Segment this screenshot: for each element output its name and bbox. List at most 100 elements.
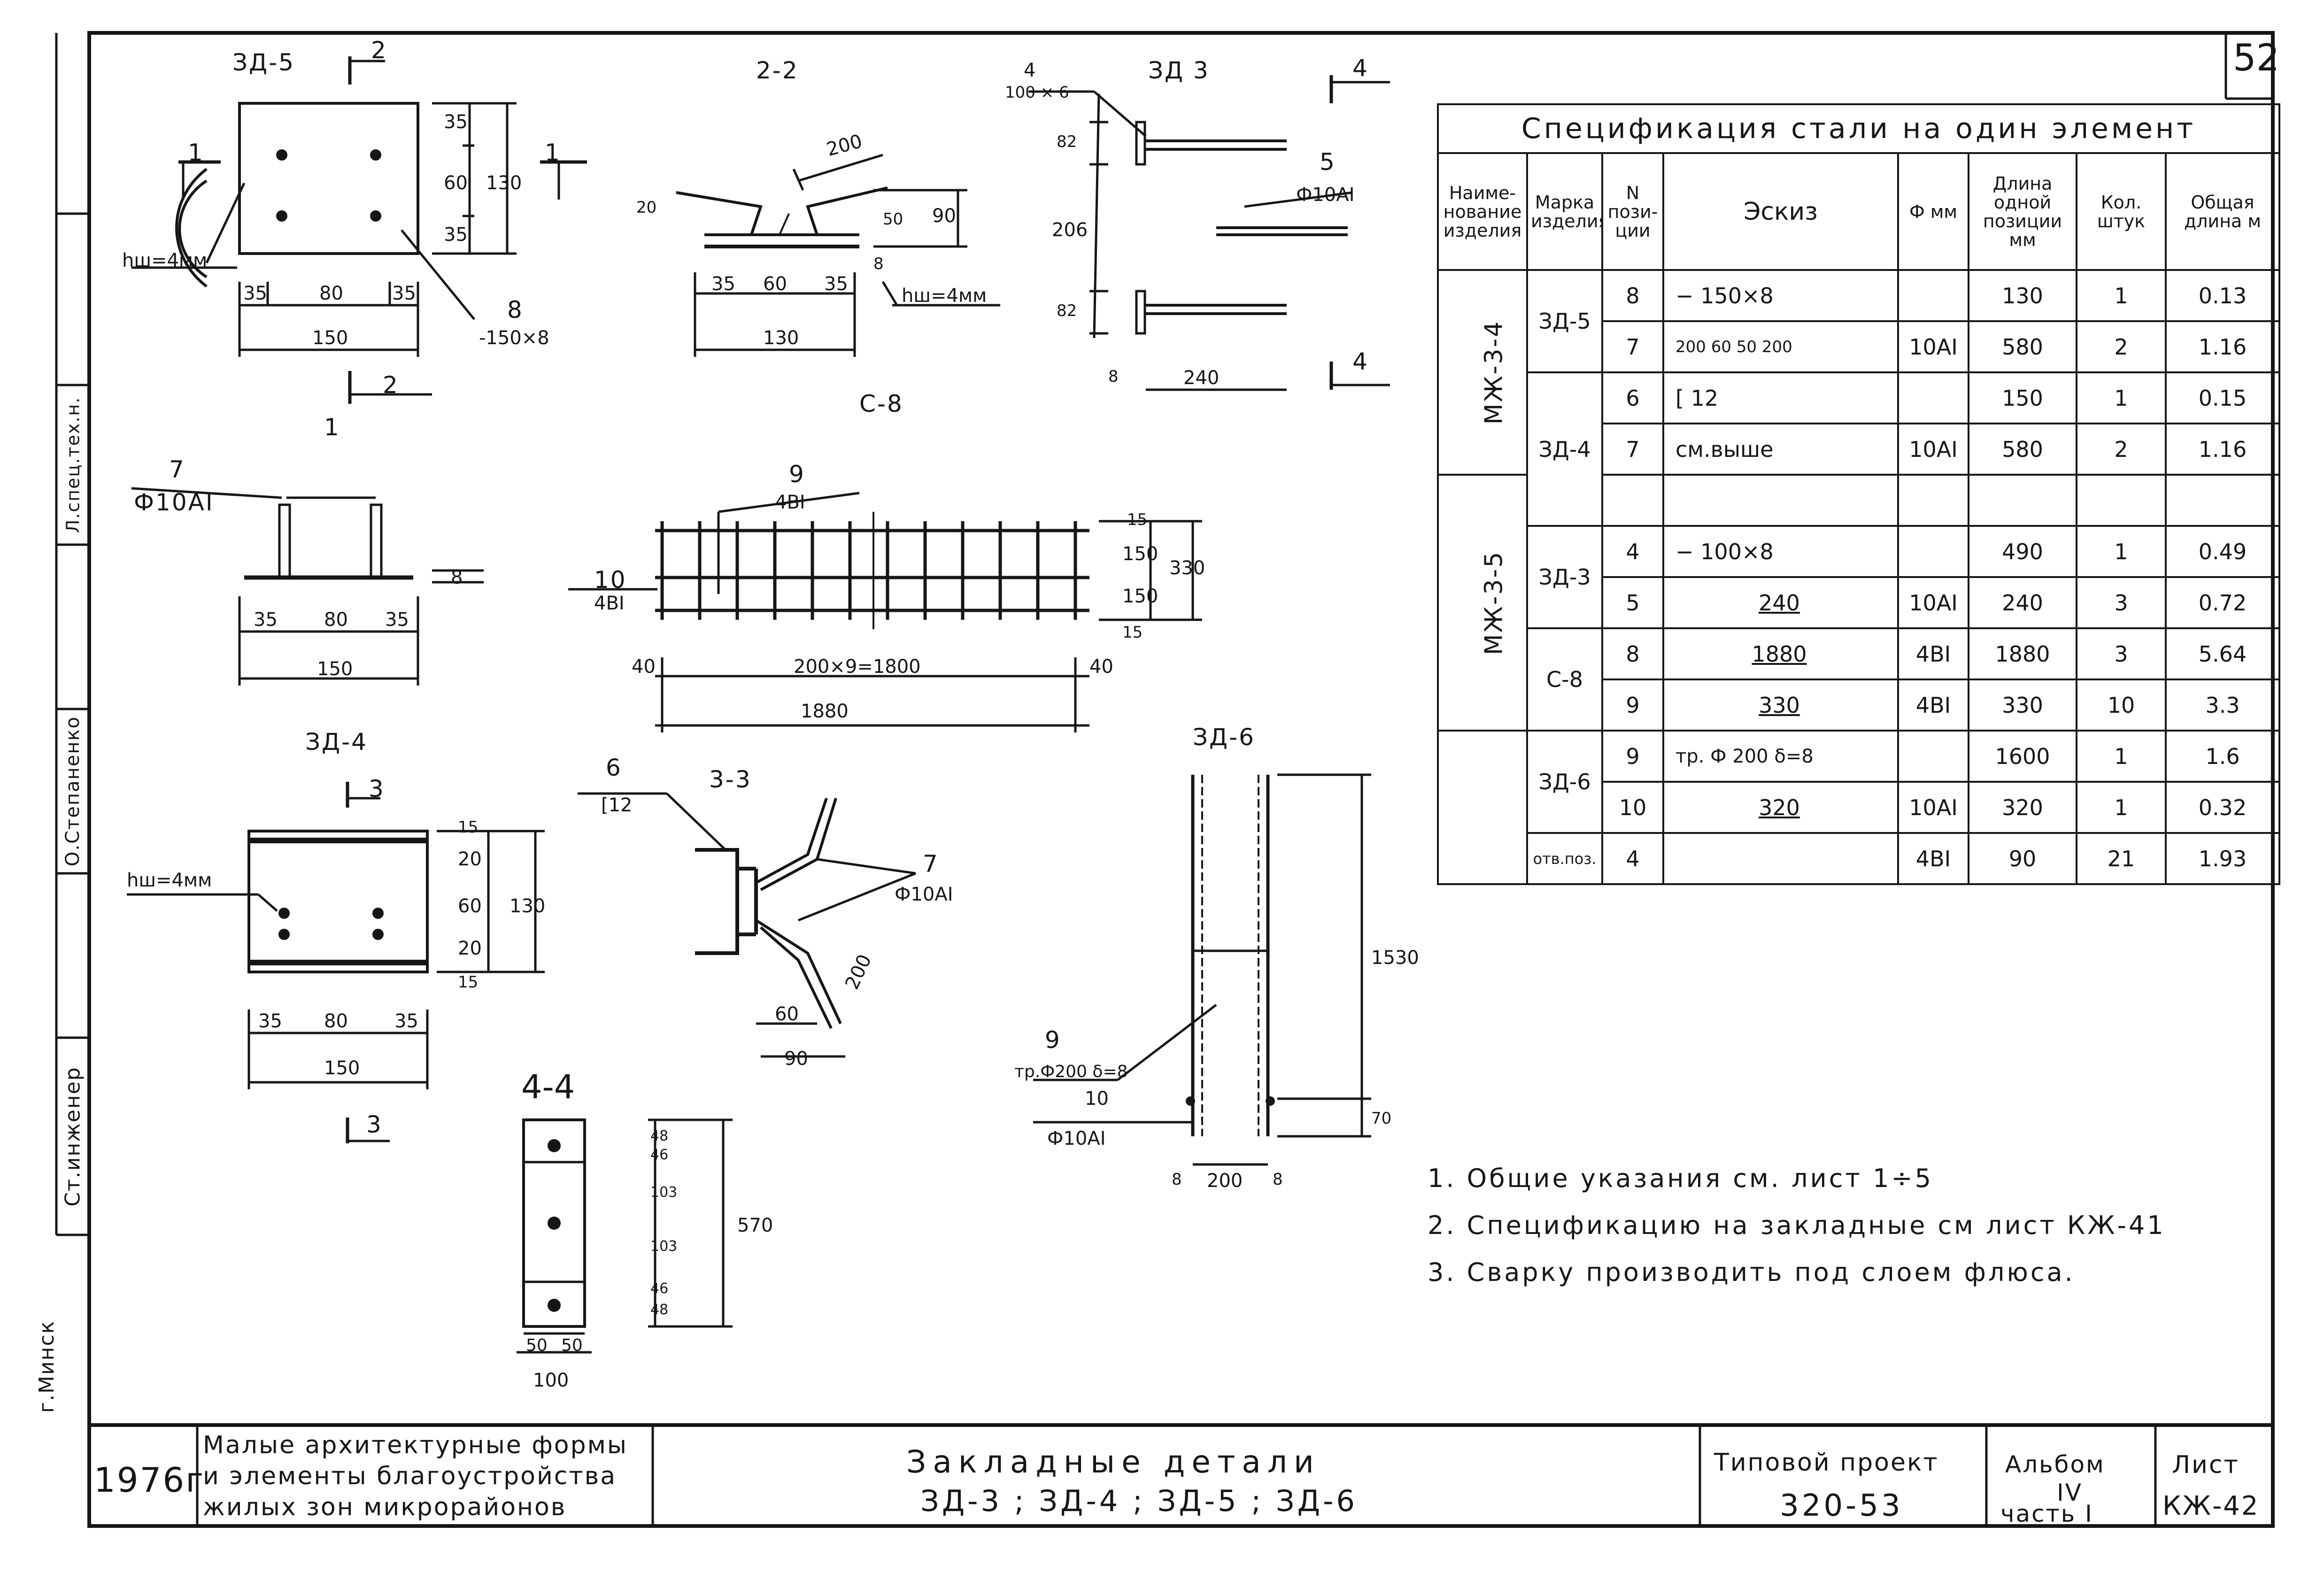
- dim: 35: [254, 609, 278, 631]
- length-cell: 330: [1968, 678, 2077, 732]
- dim: 50: [883, 210, 903, 229]
- dim: 100: [533, 1370, 569, 1391]
- spec-caption: Спецификация стали на один элемент: [1436, 103, 2281, 154]
- view-title-zd6: ЗД-6: [1193, 724, 1255, 751]
- callout-text: [12: [601, 794, 633, 816]
- dim: 90: [784, 1048, 808, 1070]
- total-cell: 3.3: [2164, 678, 2281, 732]
- dim: 46: [650, 1280, 669, 1297]
- callout-num: 4: [1024, 60, 1036, 81]
- table-row: ЗД-6 9 тр. Ф 200 δ=8 1600 1 1.6: [1437, 730, 2281, 885]
- table-row: 10 320 10АI 320 1 0.32: [1438, 781, 2281, 834]
- total-cell: 0.15: [2164, 371, 2281, 424]
- dim: 35: [394, 1010, 418, 1032]
- qty-cell: 1: [2076, 525, 2167, 578]
- table-row: 5 240 10АI 240 3 0.72: [1438, 576, 2281, 629]
- total-cell: 1.93: [2164, 832, 2281, 885]
- dim: 150: [1122, 586, 1158, 607]
- table-row: ЗД-4 6 [ 12 150 1 0.15: [1438, 371, 2281, 527]
- section-mark: 3: [366, 1111, 383, 1138]
- diam-cell: 4ВI: [1897, 678, 1969, 732]
- product-name-cell: МЖ-3-4: [1437, 269, 1528, 476]
- table-row: 9 330 4ВI 330 10 3.3: [1438, 678, 2281, 732]
- spec-header: Марка изделия: [1526, 152, 1603, 271]
- callout-text: Ф10АI: [134, 489, 214, 516]
- sketch-cell: 200 60 50 200: [1662, 320, 1899, 373]
- sketch-cell: тр. Ф 200 δ=8: [1662, 730, 1899, 783]
- dim: 206: [1052, 219, 1088, 241]
- weld-label: hш=4мм: [127, 870, 212, 891]
- dim: 35: [392, 283, 416, 304]
- product-name-cell: МЖ-3-5: [1437, 474, 1528, 732]
- diam-cell: [1897, 730, 1969, 783]
- dim: 130: [763, 327, 799, 349]
- section-mark: 4: [1352, 54, 1369, 82]
- length-cell: 1600: [1968, 730, 2077, 783]
- dim: 15: [1122, 623, 1143, 642]
- year: 1976г: [94, 1460, 205, 1500]
- album-label: Альбом: [2005, 1451, 2105, 1478]
- length-cell: 130: [1968, 269, 2077, 322]
- table-row: 7 200 60 50 200 10АI 580 2 1.16: [1438, 320, 2281, 373]
- dim: 240: [1183, 367, 1220, 389]
- callout-num: 6: [606, 754, 622, 781]
- section-mark: 2: [371, 37, 387, 64]
- dim: 130: [510, 895, 546, 917]
- typical-project-number: 320-53: [1780, 1488, 1903, 1523]
- section-mark: 4: [1352, 348, 1369, 375]
- callout-num: 8: [507, 296, 524, 324]
- mark-cell: ЗД-3: [1526, 525, 1603, 629]
- callout-text: 4ВI: [594, 593, 625, 614]
- total-cell: 0.72: [2164, 576, 2281, 629]
- table-row: МЖ-3-4 ЗД-5 8 − 150×8 130 1 0.13: [1437, 269, 2281, 476]
- pos-cell: 10: [1601, 781, 1664, 834]
- pos-cell: 8: [1601, 269, 1664, 322]
- city-label: г.Минск: [33, 1305, 61, 1427]
- project-desc-line: Малые архитектурные формы: [203, 1431, 628, 1459]
- section-mark: 1: [545, 139, 561, 166]
- drawing-subtitle: ЗД-3 ; ЗД-4 ; ЗД-5 ; ЗД-6: [920, 1484, 1358, 1518]
- dim: 70: [1371, 1109, 1392, 1128]
- dim: 8: [873, 254, 884, 273]
- diam-cell: 4ВI: [1897, 627, 1969, 680]
- product-name: МЖ-3-5: [1480, 550, 1508, 655]
- dim: 48: [650, 1128, 669, 1144]
- side-stamp-text: О.Степаненко: [62, 716, 84, 867]
- total-cell: 1.16: [2164, 423, 2281, 476]
- sketch-cell: − 150×8: [1662, 269, 1899, 322]
- callout-num: 7: [923, 850, 939, 878]
- spec-header: Длина одной позиции мм: [1968, 152, 2077, 271]
- spec-header: Общая длина м: [2164, 152, 2281, 271]
- dim: 90: [932, 205, 956, 227]
- dim: 80: [324, 609, 348, 631]
- length-cell: 150: [1968, 371, 2077, 424]
- pos-cell: 7: [1601, 320, 1664, 373]
- callout-text: -150×8: [479, 327, 549, 349]
- view-title-sec22: 2-2: [756, 57, 799, 84]
- sheet-code: КЖ-42: [2162, 1491, 2260, 1521]
- dim: 15: [458, 973, 479, 992]
- callout-num: 9: [1045, 1026, 1061, 1054]
- dim: 35: [711, 273, 735, 295]
- dim: 60: [775, 1003, 799, 1025]
- project-description: Малые архитектурные формы и элементы бла…: [203, 1430, 628, 1523]
- pos-cell: 4: [1601, 525, 1664, 578]
- dim: 35: [444, 111, 468, 133]
- callout-text: тр.Ф200 δ=8: [1014, 1062, 1128, 1081]
- diam-cell: 10АI: [1897, 576, 1969, 629]
- mark-cell: С-8: [1526, 627, 1603, 732]
- callout-num: 10: [594, 566, 627, 593]
- callout-num: 9: [789, 461, 805, 488]
- view-title-zd4: ЗД-4: [305, 728, 368, 755]
- dim: 15: [458, 818, 479, 837]
- pos-cell: 4: [1601, 832, 1664, 885]
- city-text: г.Минск: [35, 1320, 59, 1413]
- dim: 150: [312, 327, 348, 349]
- side-stamp-cell: Л.спец.тех.н.: [56, 385, 89, 545]
- qty-cell: 1: [2076, 371, 2167, 424]
- mark-cell: ЗД-6: [1526, 730, 1603, 834]
- weld-label: hш=4мм: [122, 250, 208, 271]
- qty-cell: 3: [2076, 627, 2167, 680]
- view-title-zd3: ЗД 3: [1148, 57, 1210, 84]
